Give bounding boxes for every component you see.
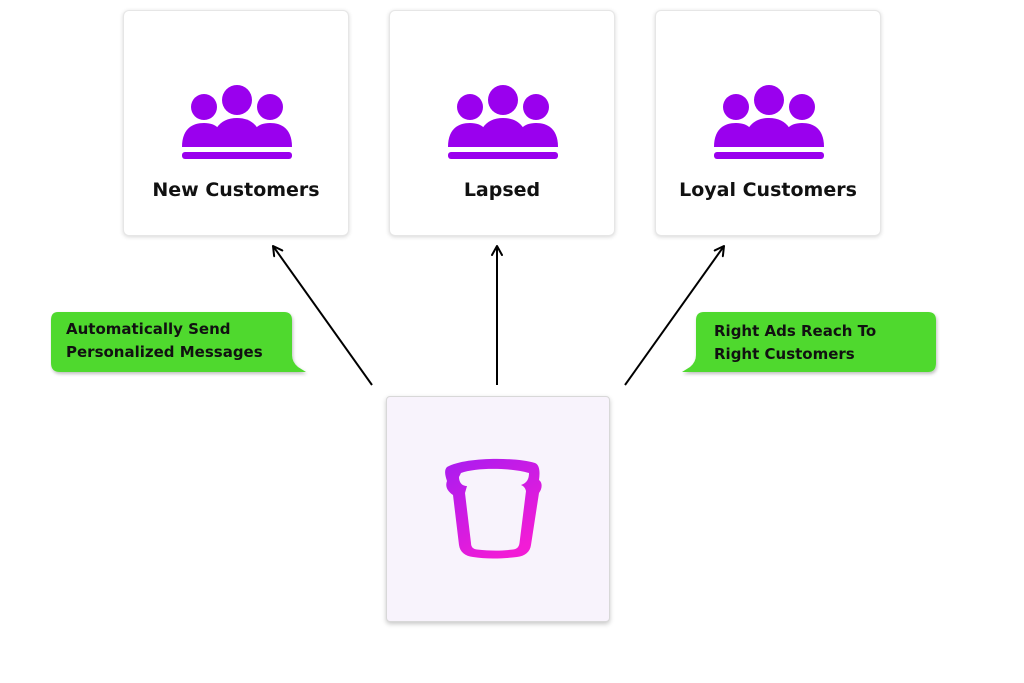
arrow-to-loyal-customers: [624, 245, 725, 386]
callout-right-ads: Right Ads Reach To Right Customers: [678, 311, 936, 372]
segment-card-loyal-customers: Loyal Customers: [655, 10, 881, 236]
customer-group-icon: [448, 85, 558, 159]
arrow-to-new-customers: [272, 244, 373, 386]
segment-card-new-customers: New Customers: [123, 10, 349, 236]
callout-line: Right Ads Reach To: [714, 322, 877, 340]
callout-line: Right Customers: [714, 345, 855, 363]
segment-label: Lapsed: [463, 179, 541, 201]
callout-personalized-messages: Automatically Send Personalized Messages: [50, 311, 306, 372]
segment-label: Loyal Customers: [679, 179, 857, 201]
callout-line: Personalized Messages: [66, 343, 263, 361]
customer-group-icon: [714, 85, 824, 159]
callout-bubble-shape: [682, 312, 936, 372]
segment-label: New Customers: [152, 179, 320, 201]
customer-group-icon: [182, 85, 292, 159]
callout-bubble-shape: [51, 312, 306, 372]
segment-card-lapsed: Lapsed: [389, 10, 615, 236]
bucket-logo-icon: [445, 458, 542, 559]
source-platform-box: [386, 396, 610, 622]
callout-line: Automatically Send: [66, 320, 231, 338]
